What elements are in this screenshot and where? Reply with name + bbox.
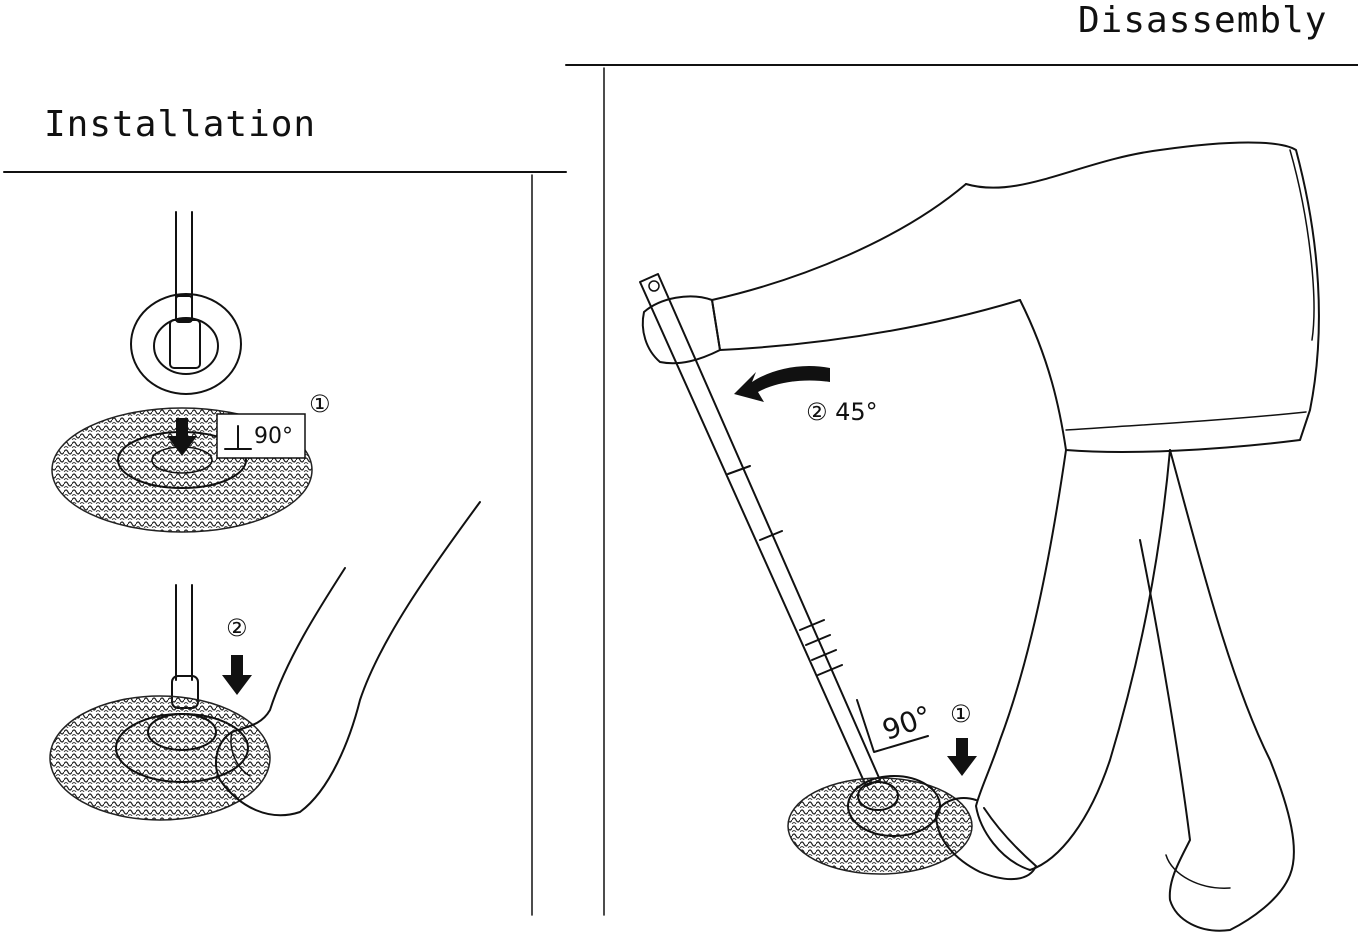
installation-heading: Installation [44,104,317,145]
down-arrow-icon [947,738,977,776]
install-step1-angle: 90° [254,424,293,449]
layout-dividers [3,64,1358,916]
install-step2-leg [215,501,481,817]
right-angle-icon [224,425,252,450]
disassembly-step1-marker: ① [950,700,972,728]
install-step2-marker: ② [226,614,248,642]
right-angle-icon [856,699,929,753]
install-step1-marker: ① [309,390,331,418]
disassembly-heading: Disassembly [1078,0,1328,41]
curved-arrow-icon [734,365,830,402]
install-step2-mop [49,584,271,821]
down-arrow-icon [222,655,252,695]
disassembly-step2-label: ② 45° [806,398,878,426]
disassembly-mop-pole [639,273,881,787]
person-figure [641,141,1320,932]
angle-box [216,413,306,459]
down-arrow-icon [167,418,197,456]
install-step1-mop-base [130,211,242,395]
disassembly-mop-pad [787,775,973,875]
